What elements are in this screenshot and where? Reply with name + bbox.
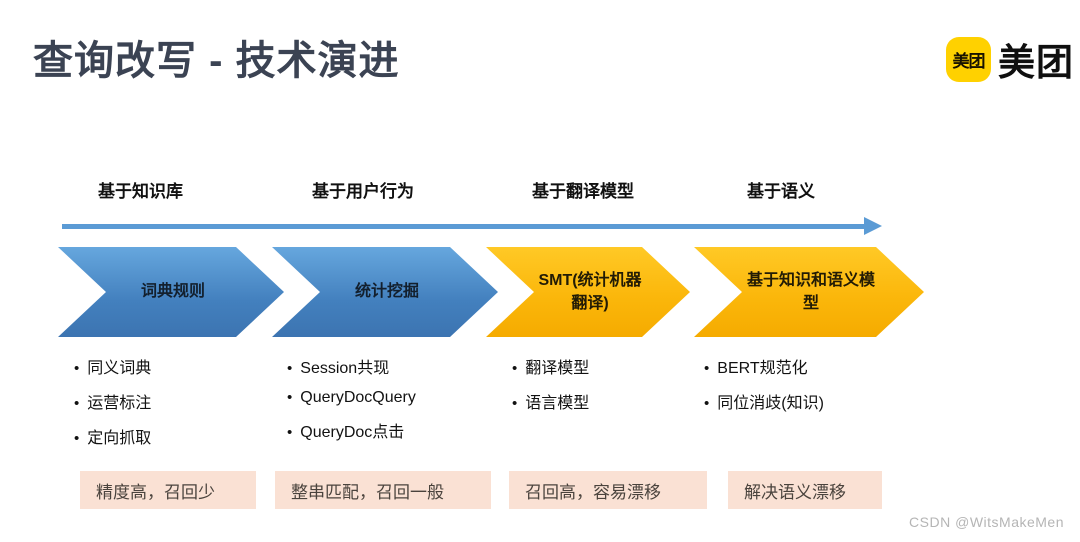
chevron-knowledge-semantic-model: 基于知识和语义模型 (694, 247, 924, 337)
list-item: Session共现 (287, 354, 416, 378)
note-box-recall-drift: 召回高，容易漂移 (509, 471, 707, 509)
list-item: 定向抓取 (74, 424, 151, 448)
bullet-list-user-behavior: Session共现 QueryDocQuery QueryDoc点击 (287, 354, 416, 453)
list-item: 同义词典 (74, 354, 151, 378)
meituan-logo-icon: 美团 (946, 36, 991, 82)
page-title: 查询改写 - 技术演进 (33, 39, 400, 83)
chevron-label: 统计挖掘 (354, 283, 419, 301)
chevron-smt: SMT(统计机器翻译) (486, 247, 690, 337)
stage-header-semantics: 基于语义 (747, 182, 815, 201)
note-box-semantic-drift: 解决语义漂移 (728, 471, 882, 509)
note-box-exact-match: 整串匹配，召回一般 (275, 471, 491, 509)
list-item: BERT规范化 (704, 354, 824, 378)
bullet-list-translation-model: 翻译模型 语言模型 (512, 354, 589, 424)
stage-header-knowledge-base: 基于知识库 (98, 182, 183, 201)
csdn-watermark: CSDN @WitsMakeMen (909, 514, 1064, 530)
chevron-label: SMT(统计机器翻译) (538, 271, 642, 312)
timeline-arrowhead-icon (864, 217, 882, 235)
bullet-list-semantics: BERT规范化 同位消歧(知识) (704, 354, 824, 424)
chevron-statistical-mining: 统计挖掘 (272, 247, 498, 337)
list-item: QueryDoc点击 (287, 418, 416, 442)
meituan-wordmark: 美团 (998, 42, 1074, 83)
list-item: 语言模型 (512, 389, 589, 413)
timeline-arrow-line (62, 224, 866, 229)
list-item: 同位消歧(知识) (704, 389, 824, 413)
list-item: 翻译模型 (512, 354, 589, 378)
list-item: 运营标注 (74, 389, 151, 413)
chevron-label: 词典规则 (140, 283, 205, 301)
note-box-precision: 精度高，召回少 (80, 471, 256, 509)
meituan-logo: 美团 美团 (946, 32, 1074, 86)
stage-header-translation-model: 基于翻译模型 (532, 182, 634, 201)
list-item: QueryDocQuery (287, 389, 416, 407)
chevron-dictionary-rules: 词典规则 (58, 247, 284, 337)
chevron-label: 基于知识和语义模型 (746, 271, 875, 312)
stage-header-user-behavior: 基于用户行为 (312, 182, 414, 201)
bullet-list-knowledge-base: 同义词典 运营标注 定向抓取 (74, 354, 151, 459)
